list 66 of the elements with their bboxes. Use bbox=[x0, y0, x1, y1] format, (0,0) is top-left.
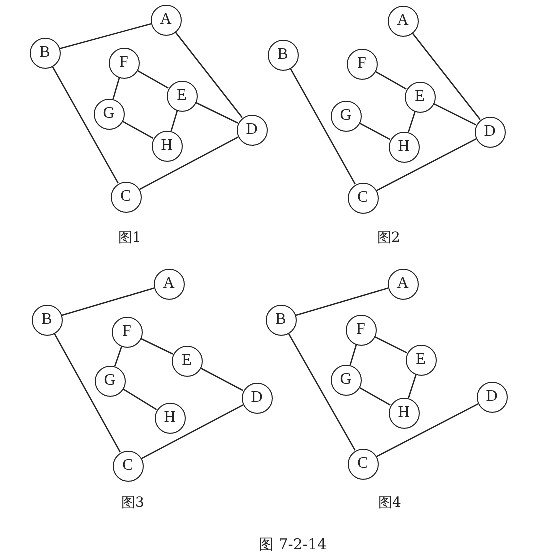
vertex-circle: F bbox=[346, 48, 378, 80]
vertex-circle: G bbox=[330, 364, 362, 396]
vertex-circle: E bbox=[166, 80, 198, 112]
edge-line bbox=[114, 346, 123, 367]
vertex-circle: A bbox=[388, 268, 418, 300]
figure-caption: 图 7-2-14 bbox=[258, 536, 328, 554]
edge-line bbox=[374, 336, 408, 354]
vertex-circle: F bbox=[112, 316, 142, 348]
vertex-circle: D bbox=[474, 116, 506, 148]
edge-line bbox=[200, 368, 244, 392]
vertex-circle: B bbox=[30, 38, 60, 68]
edge-line bbox=[290, 68, 356, 185]
vertex-circle: H bbox=[154, 402, 186, 434]
edge-line bbox=[52, 66, 119, 184]
vertex-circle: A bbox=[150, 4, 182, 36]
vertex-circle: F bbox=[108, 48, 140, 78]
edge-line bbox=[170, 110, 178, 132]
edge-line bbox=[141, 404, 244, 460]
edge-line bbox=[62, 288, 154, 316]
edge-line bbox=[376, 404, 479, 458]
vertex-circle: A bbox=[388, 6, 418, 36]
vertex-circle: H bbox=[152, 130, 182, 162]
vertex-circle: A bbox=[154, 268, 184, 300]
vertex-circle: E bbox=[404, 82, 436, 112]
edge-line bbox=[359, 387, 391, 406]
edge-line bbox=[350, 344, 358, 366]
vertex-circle: D bbox=[242, 382, 272, 414]
vertex-circle: F bbox=[346, 314, 376, 346]
vertex-circle: C bbox=[348, 448, 378, 480]
vertex-circle: H bbox=[388, 132, 420, 162]
edge-line bbox=[375, 71, 407, 90]
edge-line bbox=[434, 103, 476, 126]
vertex-circle: B bbox=[32, 304, 62, 336]
vertex-circle: B bbox=[268, 40, 298, 70]
edge-line bbox=[139, 136, 239, 190]
vertex-circle: C bbox=[112, 450, 144, 482]
vertex-circle: D bbox=[476, 382, 508, 412]
edge-line bbox=[122, 388, 158, 410]
vertex-circle: H bbox=[388, 398, 420, 428]
vertex-circle: E bbox=[172, 346, 202, 376]
edge-line bbox=[196, 102, 238, 124]
edge-line bbox=[359, 122, 391, 140]
subfigure-label: 图3 bbox=[122, 494, 144, 512]
subfigure-label: 图1 bbox=[118, 229, 142, 247]
vertex-circle: D bbox=[236, 114, 268, 146]
edge-line bbox=[122, 120, 154, 140]
vertex-circle: C bbox=[110, 182, 142, 212]
edge-line bbox=[60, 23, 152, 50]
vertex-circle: G bbox=[94, 98, 124, 130]
vertex-circle: G bbox=[330, 100, 362, 132]
vertex-circle: B bbox=[266, 304, 296, 336]
vertex-circle: E bbox=[406, 344, 436, 376]
edge-line bbox=[408, 374, 417, 398]
edge-line bbox=[54, 333, 122, 453]
edge-line bbox=[296, 288, 388, 316]
edge-line bbox=[137, 70, 169, 89]
edge-line bbox=[175, 32, 243, 118]
subfigure-label: 图4 bbox=[378, 494, 402, 512]
edge-line bbox=[412, 32, 481, 120]
edge-line bbox=[140, 338, 174, 355]
vertex-circle: C bbox=[348, 182, 378, 214]
edge-line bbox=[288, 333, 356, 451]
vertex-circle: G bbox=[94, 366, 126, 396]
edge-line bbox=[376, 138, 477, 192]
subfigure-label: 图2 bbox=[378, 229, 400, 247]
edge-line bbox=[112, 78, 120, 100]
